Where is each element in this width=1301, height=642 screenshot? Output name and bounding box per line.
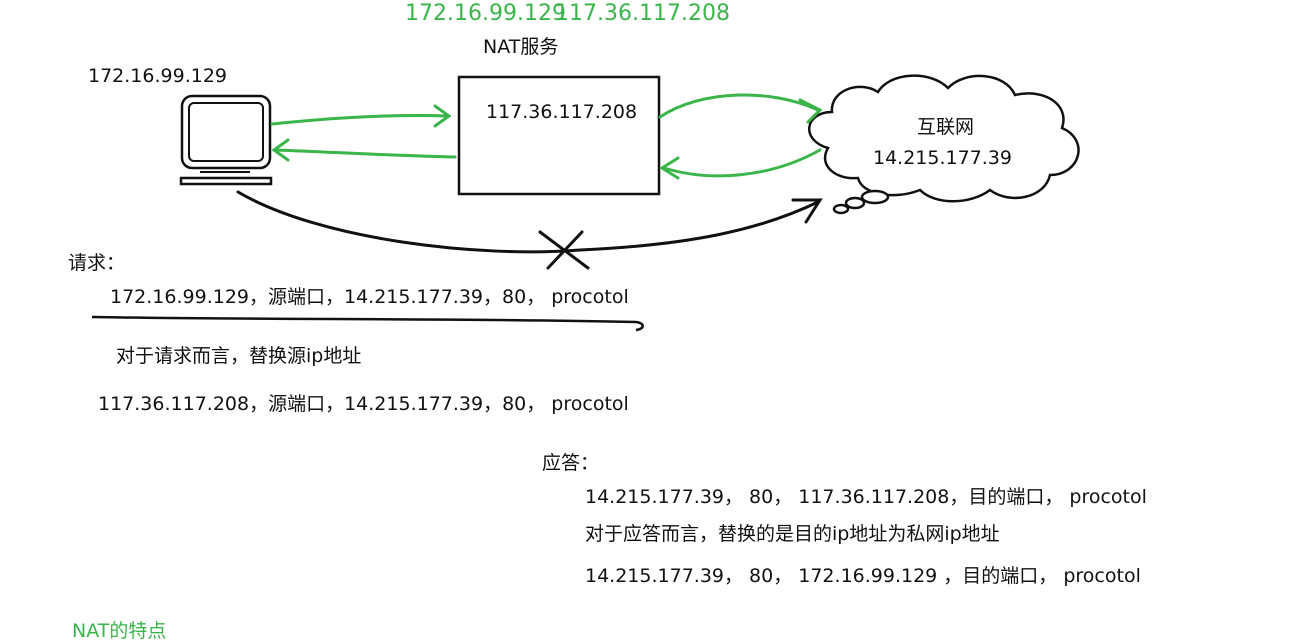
arrow-client-to-nat: [270, 113, 450, 126]
computer-icon: [179, 94, 273, 186]
header-mapping-private-ip: 172.16.99.129: [405, 1, 566, 26]
response-heading: 应答：: [542, 452, 600, 474]
response-note: 对于应答而言，替换的是目的ip地址为私网ip地址: [585, 523, 1000, 545]
header-mapping-public-ip: 117.36.117.208: [555, 1, 730, 26]
internet-label: 互联网: [917, 116, 975, 138]
arrow-nat-to-internet: [658, 93, 820, 119]
request-original-packet: 172.16.99.129，源端口，14.215.177.39，80， proc…: [110, 286, 629, 308]
footer-partial-heading: NAT的特点: [72, 620, 167, 642]
nat-title: NAT服务: [483, 36, 559, 58]
arrow-nat-to-client: [274, 148, 457, 159]
internet-ip: 14.215.177.39: [873, 147, 1013, 169]
request-note: 对于请求而言，替换源ip地址: [116, 345, 362, 367]
response-original-packet: 14.215.177.39， 80， 117.36.117.208，目的端口， …: [585, 486, 1147, 508]
separator-line: [91, 315, 644, 332]
nat-ip: 117.36.117.208: [486, 101, 638, 123]
green-arrows: [270, 93, 823, 180]
blocked-direct-arrow: [236, 190, 823, 270]
client-ip: 172.16.99.129: [88, 65, 228, 87]
nat-box: [457, 75, 661, 196]
cross-mark-icon: [538, 230, 590, 270]
response-translated-packet: 14.215.177.39， 80， 172.16.99.129 ，目的端口， …: [585, 565, 1141, 587]
request-heading: 请求：: [68, 252, 126, 274]
request-translated-packet: 117.36.117.208，源端口，14.215.177.39，80， pro…: [98, 393, 629, 415]
arrow-internet-to-nat: [662, 148, 822, 178]
cloud-icon: [808, 74, 1080, 215]
